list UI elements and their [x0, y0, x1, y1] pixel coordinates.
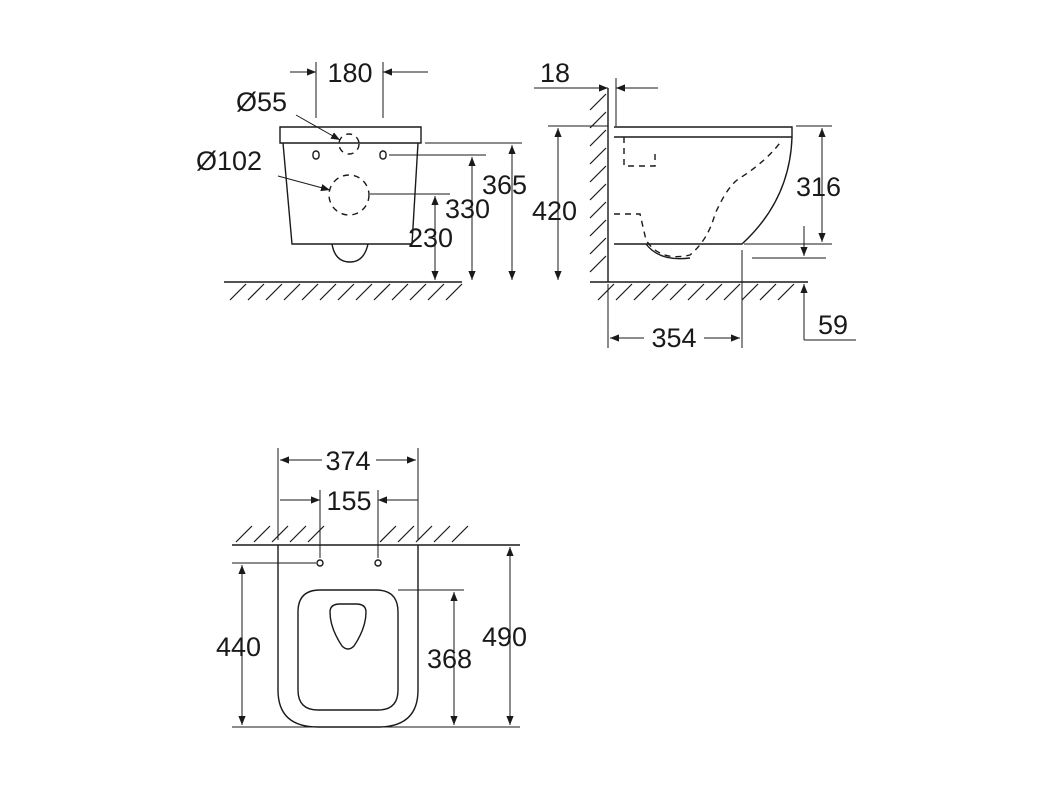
fixing-hole-right [379, 150, 387, 160]
dim-large-hole-diameter: Ø102 [196, 146, 262, 176]
dim-upper-hole-height: 330 [445, 194, 490, 224]
dim-hole-spacing: 180 [327, 58, 372, 88]
small-hole [338, 133, 360, 155]
side-view: 18 420 316 59 354 [532, 58, 856, 353]
side-bowl-outer [614, 136, 793, 245]
side-internal-trap [614, 137, 783, 258]
dim-length-to-fixing: 440 [216, 632, 261, 662]
top-seat-outline [297, 589, 399, 711]
front-view: 180 Ø55 Ø102 230 330 365 [196, 58, 527, 301]
top-bowl-opening [329, 603, 367, 650]
top-fixing-right [374, 559, 382, 567]
dim-small-hole-diameter: Ø55 [236, 87, 287, 117]
dim-bowl-height: 316 [796, 172, 841, 202]
dim-top-width: 374 [325, 446, 370, 476]
side-rim [614, 126, 793, 138]
fixing-hole-left [312, 150, 320, 160]
top-wall-hatch [235, 525, 469, 543]
dim-lower-hole-height: 230 [408, 223, 453, 253]
dim-fixing-spacing: 155 [326, 486, 371, 516]
floor-hatch [229, 283, 463, 301]
side-foot-curve [645, 243, 691, 260]
top-fixing-left [316, 559, 324, 567]
bowl-outlet [331, 243, 369, 263]
dim-wall-height: 420 [532, 196, 577, 226]
dim-outlet-height: 59 [818, 310, 848, 340]
dim-total-length: 490 [482, 622, 527, 652]
large-hole [328, 174, 370, 216]
wall-hatch [589, 93, 607, 273]
dim-wall-offset: 18 [540, 58, 570, 88]
top-view: 374 155 440 368 490 [216, 446, 527, 728]
dim-total-height: 365 [482, 170, 527, 200]
dim-seat-length: 368 [427, 644, 472, 674]
side-floor-hatch [597, 283, 795, 301]
bowl-rim [279, 126, 422, 144]
dim-depth-outlet: 354 [651, 323, 696, 353]
